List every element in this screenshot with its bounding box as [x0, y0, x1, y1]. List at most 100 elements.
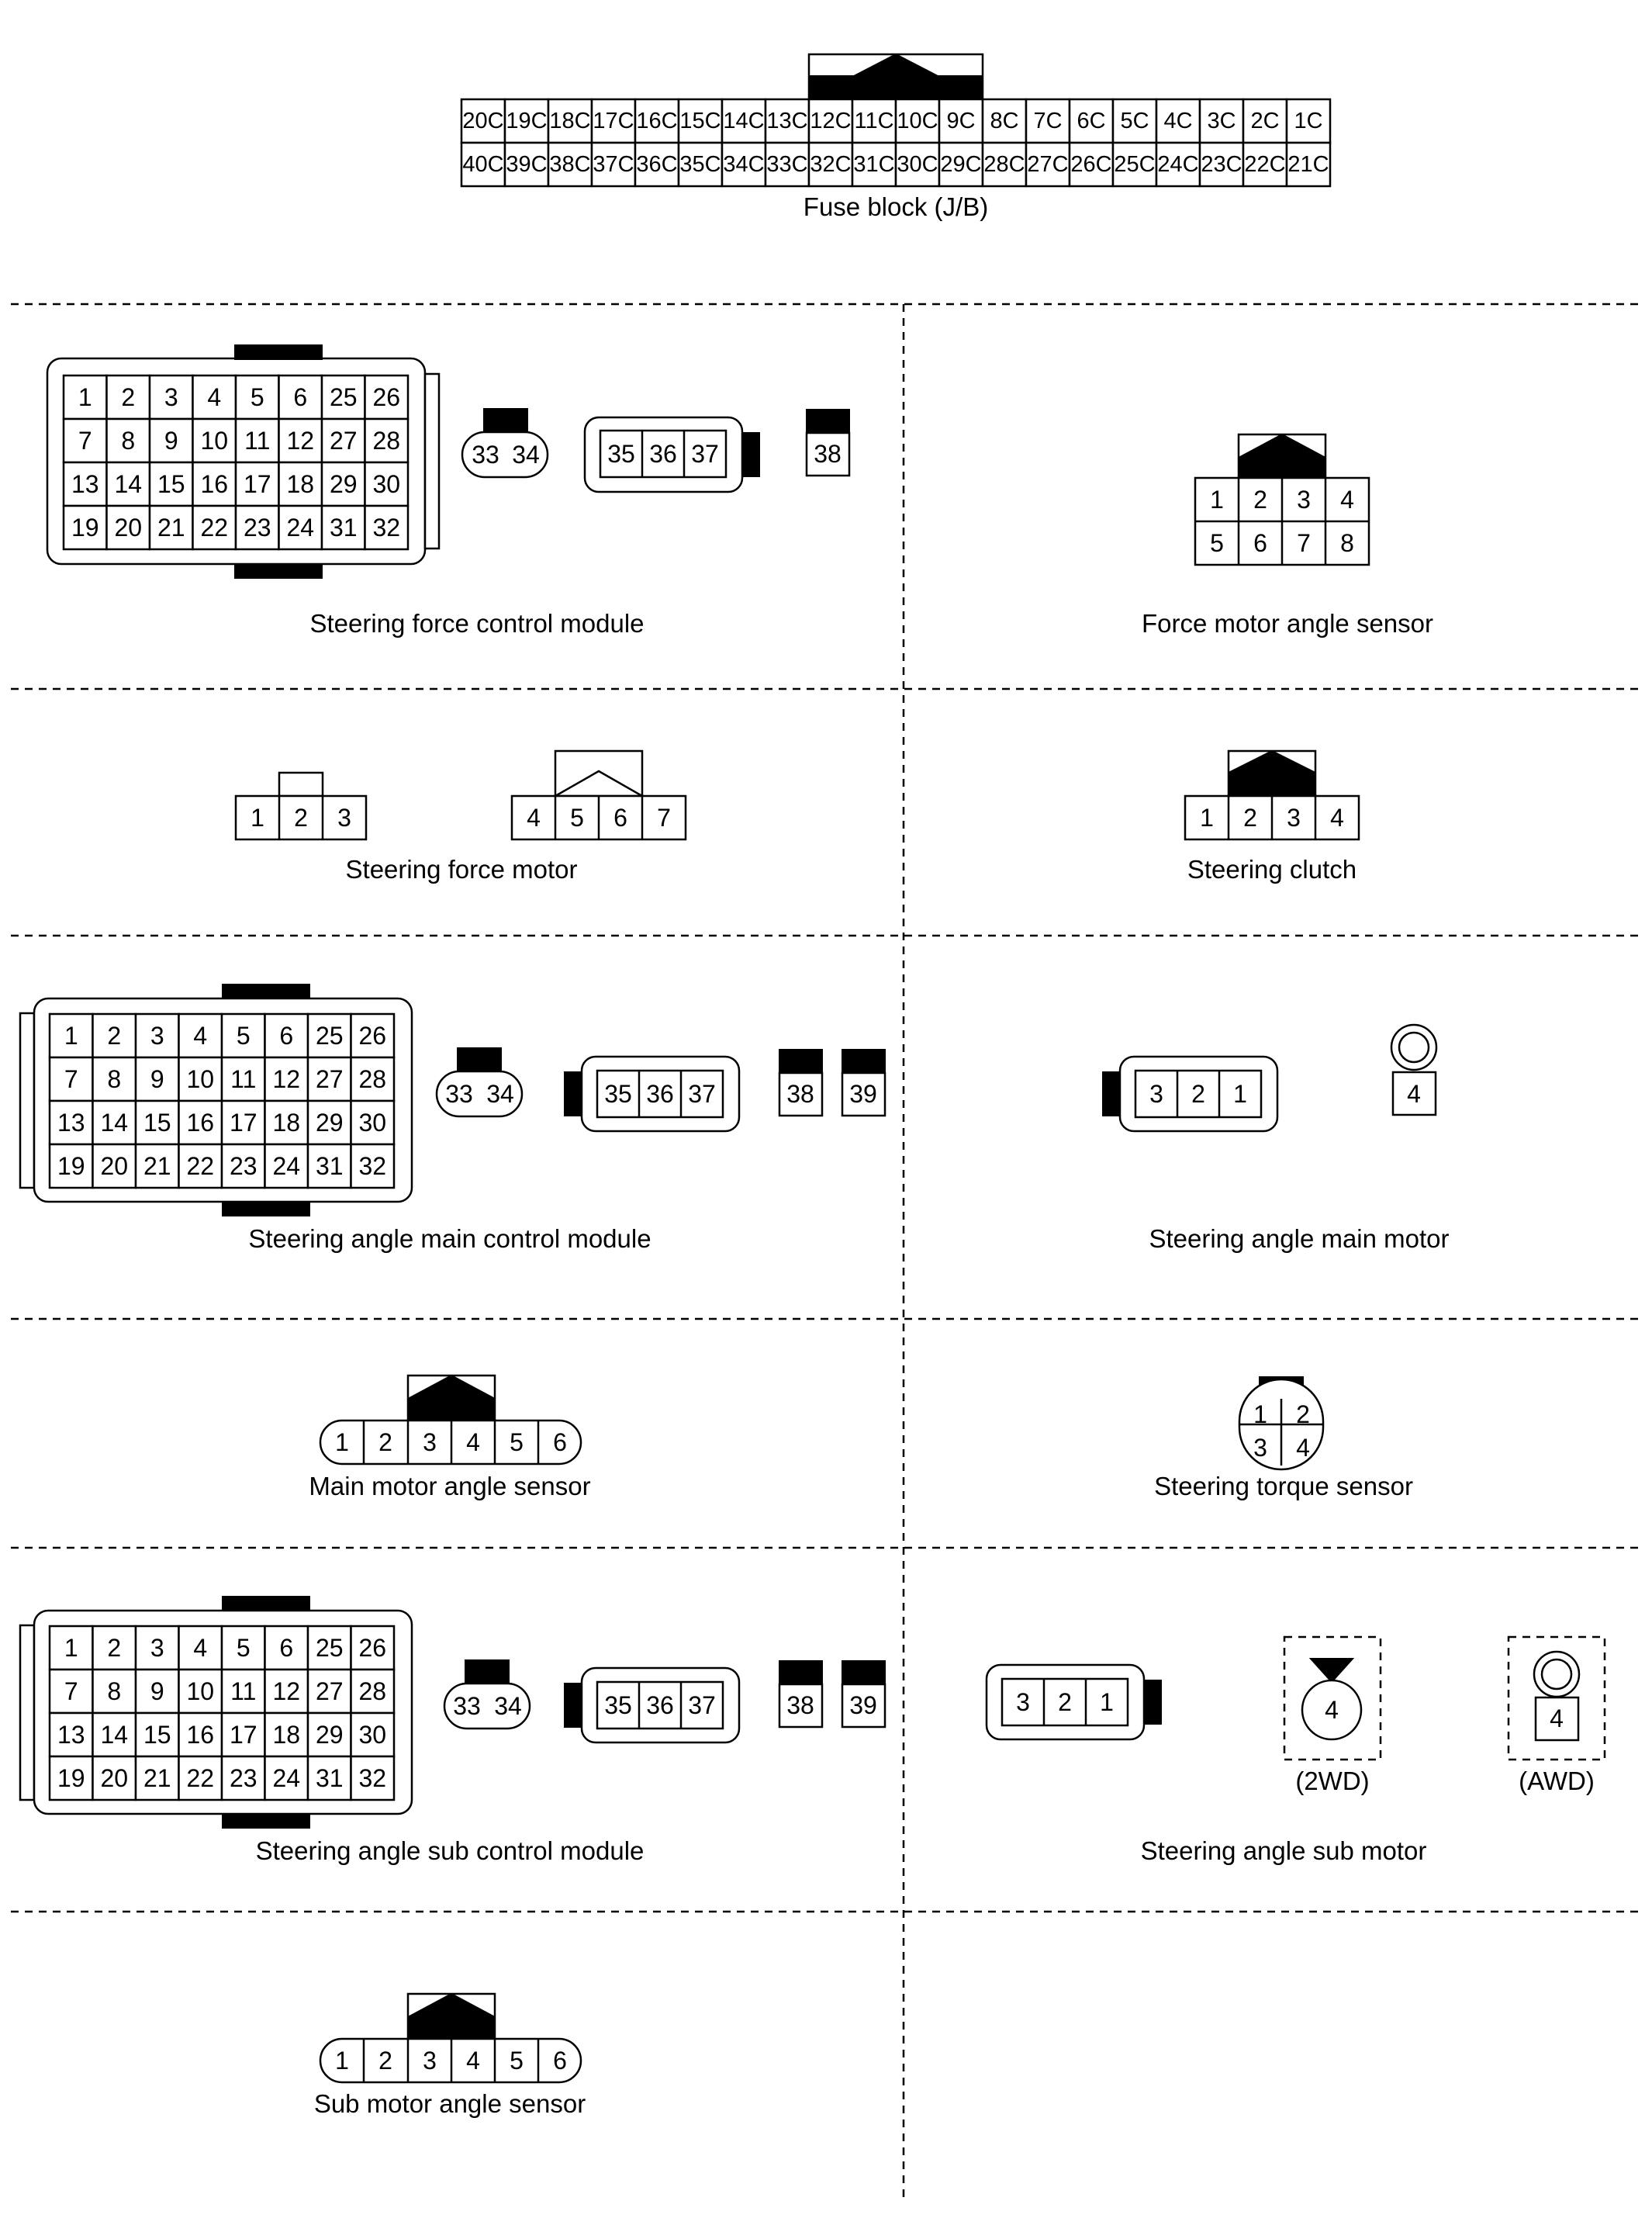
pin-13: 13 — [71, 470, 99, 498]
pin-5: 5 — [510, 1428, 524, 1456]
pin-20: 20 — [114, 514, 142, 542]
pin-33: 33 — [445, 1080, 473, 1108]
grid-cell — [320, 417, 366, 464]
fuse-cell — [1155, 141, 1201, 188]
steering-torque-sensor: 1 2 3 4 Steering torque sensor — [1154, 1376, 1413, 1500]
pin-6: 6 — [279, 1634, 293, 1662]
grid-cell — [48, 1755, 94, 1801]
pin-12: 12 — [272, 1065, 300, 1093]
pin-3: 3 — [150, 1634, 164, 1662]
grid-cell — [234, 461, 280, 507]
pin-22: 22 — [186, 1152, 214, 1180]
fuse-8C: 8C — [990, 109, 1018, 133]
pin-24: 24 — [272, 1152, 300, 1180]
steering-clutch: 1 2 3 4 Steering clutch — [1184, 749, 1360, 884]
fuse-cell — [1285, 141, 1332, 188]
grid-cell — [48, 1625, 94, 1671]
pin-29: 29 — [316, 1721, 344, 1749]
pin-34: 34 — [494, 1692, 522, 1720]
pin-7: 7 — [657, 804, 671, 832]
pin-12: 12 — [272, 1677, 300, 1705]
grid-cell — [48, 1143, 94, 1189]
fuse-34C: 34C — [723, 152, 764, 177]
grid-cell — [234, 504, 280, 551]
pin-18: 18 — [286, 470, 314, 498]
grid-cell — [192, 504, 237, 551]
pin-28: 28 — [372, 427, 400, 455]
pin-1: 1 — [251, 804, 264, 832]
pin-5: 5 — [1210, 529, 1224, 557]
fuse-cell — [677, 141, 724, 188]
fuse-cell — [634, 98, 680, 144]
pin-14: 14 — [100, 1109, 128, 1137]
pin-31: 31 — [316, 1152, 344, 1180]
fuse-24C: 24C — [1157, 152, 1198, 177]
pin-4: 4 — [207, 383, 221, 411]
pin-6: 6 — [553, 2047, 567, 2075]
pin-38: 38 — [814, 440, 842, 468]
pin-16: 16 — [200, 470, 228, 498]
grid-cell — [92, 1012, 137, 1059]
grid-cell — [350, 1625, 396, 1671]
steering-angle-sub-motor: 3 2 1 4 (2WD) 4 (AWD) Steering angle sub… — [985, 1635, 1606, 1865]
pin-38: 38 — [786, 1691, 814, 1719]
fuse-cell — [1111, 98, 1158, 144]
grid-cell — [48, 1012, 94, 1059]
fuse-23C: 23C — [1201, 152, 1242, 177]
pin-19: 19 — [57, 1764, 85, 1792]
fuse-2C: 2C — [1250, 109, 1279, 133]
pin-8: 8 — [121, 427, 135, 455]
pin-32: 32 — [372, 514, 400, 542]
fuse-cell — [1198, 141, 1245, 188]
pin-13: 13 — [57, 1109, 85, 1137]
fuse-9C: 9C — [946, 109, 975, 133]
grid-cell — [134, 1711, 180, 1758]
grid-cell — [306, 1012, 352, 1059]
pin-3: 3 — [337, 804, 351, 832]
pin-4: 4 — [193, 1634, 207, 1662]
pin-20: 20 — [100, 1764, 128, 1792]
pin-1: 1 — [1200, 804, 1214, 832]
pin-4: 4 — [1330, 804, 1344, 832]
fuse-cell — [634, 141, 680, 188]
pin-1: 1 — [64, 1634, 78, 1662]
pin-6: 6 — [279, 1022, 293, 1050]
grid-cell — [134, 1143, 180, 1189]
pin-10: 10 — [186, 1065, 214, 1093]
pin-1: 1 — [335, 1428, 349, 1456]
pin-3: 3 — [164, 383, 178, 411]
fuse-39C: 39C — [506, 152, 547, 177]
pin-3: 3 — [1253, 1434, 1267, 1462]
pin-37: 37 — [691, 440, 719, 468]
pin-4: 4 — [1550, 1704, 1564, 1732]
steering-angle-main-motor-label: Steering angle main motor — [1149, 1224, 1449, 1253]
pin-31: 31 — [316, 1764, 344, 1792]
main-motor-angle-sensor-label: Main motor angle sensor — [309, 1472, 590, 1500]
force-motor-angle-sensor-label: Force motor angle sensor — [1142, 609, 1433, 638]
grid-cell — [192, 461, 237, 507]
grid-cell — [350, 1711, 396, 1758]
pin-36: 36 — [649, 440, 677, 468]
pin-1: 1 — [1253, 1400, 1267, 1428]
fuse-17C: 17C — [593, 109, 634, 133]
force-motor-angle-sensor: 1 2 3 4 5 6 7 8 Force motor angle sensor — [1142, 433, 1433, 638]
pin-11: 11 — [230, 1065, 256, 1093]
grid-cell — [264, 1711, 309, 1758]
pin-27: 27 — [316, 1677, 344, 1705]
pin-8: 8 — [1340, 529, 1354, 557]
pin-28: 28 — [358, 1065, 386, 1093]
fuse-cell — [590, 141, 637, 188]
grid-cell — [364, 374, 410, 420]
pin-14: 14 — [114, 470, 142, 498]
pin-10: 10 — [200, 427, 228, 455]
pin-1: 1 — [1233, 1080, 1247, 1108]
fuse-cell — [981, 98, 1028, 144]
pin-26: 26 — [372, 383, 400, 411]
steering-angle-sub-motor-label: Steering angle sub motor — [1141, 1836, 1427, 1865]
fuse-cell — [764, 141, 810, 188]
grid-cell — [92, 1668, 137, 1715]
grid-cell — [220, 1012, 266, 1059]
pin-18: 18 — [272, 1109, 300, 1137]
pin-4: 4 — [466, 2047, 480, 2075]
